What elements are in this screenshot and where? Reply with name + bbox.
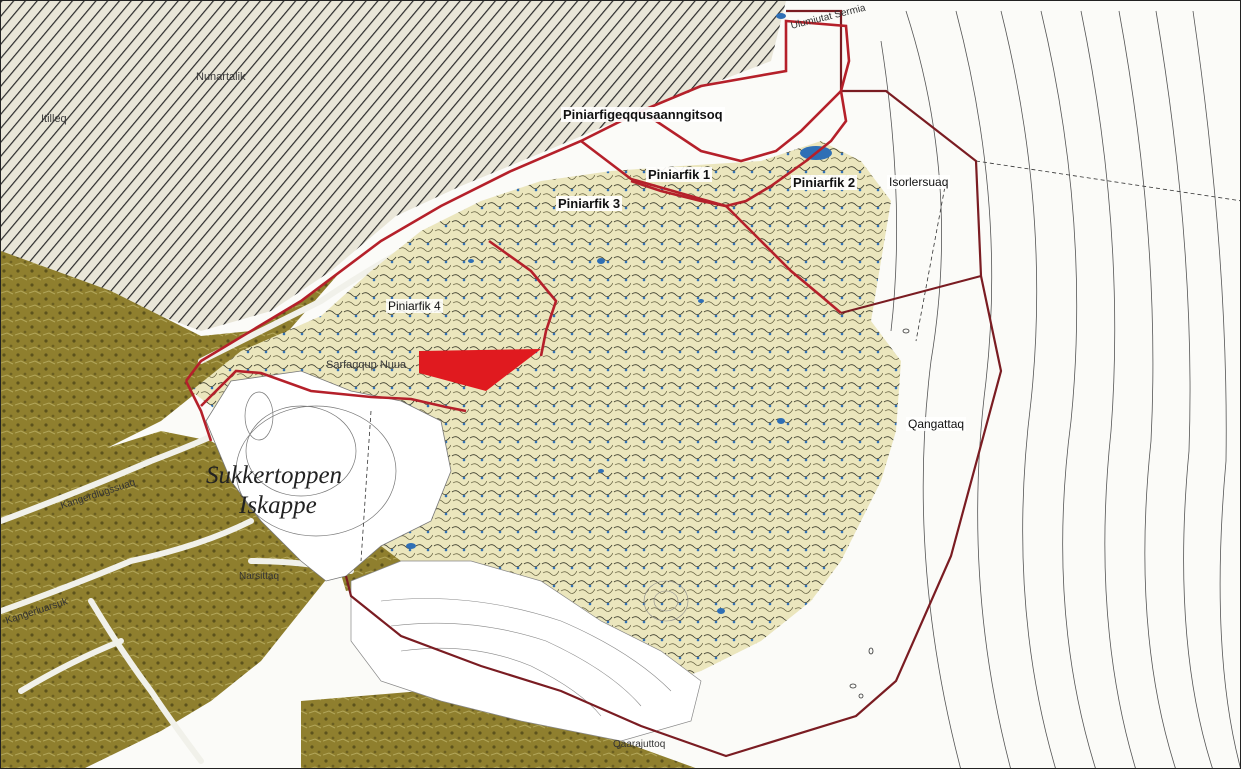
label-piniarfik-4: Piniarfik 4 — [386, 299, 443, 313]
depth-contours — [880, 10, 1240, 768]
hatched-upland — [1, 1, 786, 331]
label-faint-west: Itilleq — [41, 113, 67, 125]
terrain-west — [1, 251, 341, 481]
licence-block-fill[interactable] — [419, 349, 541, 391]
label-iskappe: Iskappe — [239, 492, 317, 519]
outer-boundary[interactable] — [344, 9, 1003, 758]
label-piniarfik-3: Piniarfik 3 — [556, 196, 623, 211]
label-sukkertoppen: Sukkertoppen — [206, 462, 343, 489]
southern-glacier — [350, 560, 702, 742]
peninsula-land — [191, 141, 901, 701]
terrain-south — [301, 691, 696, 768]
label-piniarfik-2: Piniarfik 2 — [791, 175, 858, 190]
dashed-lines — [360, 160, 1240, 562]
label-qaarajuttoq: Qaarajuttoq — [613, 739, 666, 750]
label-qangattaq: Qangattaq — [906, 417, 967, 431]
ice-contours — [235, 391, 397, 537]
label-piniarfik-1: Piniarfik 1 — [646, 167, 713, 182]
label-piniarfigeqqusaanngitsoq: Piniarfigeqqusaanngitsoq — [561, 107, 725, 122]
label-narsittaq: Narsittaq — [239, 571, 280, 582]
southern-glacier-contours — [380, 580, 689, 717]
label-isorlersuaq: Isorlersuaq — [887, 175, 951, 189]
ice-cap — [205, 370, 452, 582]
outer-boundary-divider[interactable] — [840, 275, 982, 314]
islets — [849, 328, 910, 699]
label-valley: Sarfaqqup Nuua — [326, 359, 407, 371]
licence-boundaries[interactable] — [184, 19, 851, 442]
terrain-southwest — [1, 431, 341, 768]
label-faint-nw: Nunartalik — [196, 71, 246, 83]
